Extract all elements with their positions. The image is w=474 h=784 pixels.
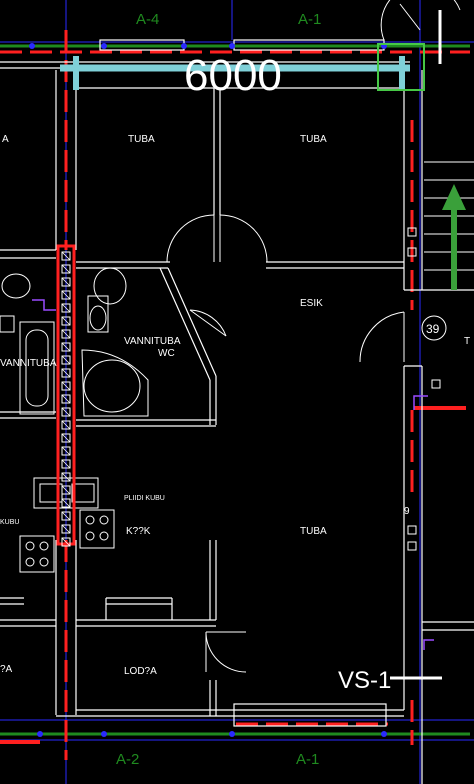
room-label-tuba-big: TUBA: [300, 526, 327, 537]
column-cell: [61, 251, 71, 261]
column-cell: [61, 433, 71, 443]
column-cell-hatch: [61, 511, 71, 521]
stair-letter: T: [464, 336, 470, 347]
selection-box: [377, 43, 425, 91]
column-cell: [61, 472, 71, 482]
column-cell-hatch: [61, 485, 71, 495]
column-cell: [61, 264, 71, 274]
column-cell-hatch: [61, 290, 71, 300]
column-cell-hatch: [61, 433, 71, 443]
stair-marker-text: 39: [426, 322, 440, 336]
column-cell-hatch: [61, 251, 71, 261]
room-label-esik: ESIK: [300, 298, 323, 309]
column-cell: [61, 329, 71, 339]
column-stack: [56, 244, 76, 547]
stair-arrow: [442, 184, 466, 290]
column-cell-hatch: [61, 264, 71, 274]
red-stub-lines: [0, 406, 466, 744]
room-label-tuba-left: TUBA: [128, 134, 155, 145]
door-tag: 9: [404, 506, 410, 517]
red-axis-lines: [0, 30, 470, 760]
room-label-lodza-left: ?A: [0, 664, 13, 675]
axis-label-top-left: A-4: [136, 11, 159, 28]
column-cell: [61, 420, 71, 430]
column-cell-hatch: [61, 524, 71, 534]
column-cell-hatch: [61, 316, 71, 326]
room-label-left-edge: A: [2, 134, 9, 145]
column-cell-hatch: [61, 329, 71, 339]
column-stack-frame: [56, 244, 76, 546]
column-cell-hatch: [61, 381, 71, 391]
column-cell: [61, 355, 71, 365]
room-label-vannituba: VANNITUBA: [124, 336, 181, 347]
fixtures: [0, 267, 149, 573]
axis-label-bottom-right: A-1: [296, 751, 319, 768]
column-cell: [61, 511, 71, 521]
column-cell-hatch: [61, 407, 71, 417]
column-cell-hatch: [61, 355, 71, 365]
column-cell-hatch: [61, 498, 71, 508]
column-cell: [61, 316, 71, 326]
dimension-text: 6000: [184, 51, 282, 100]
walls: [0, 39, 474, 784]
pipe-marks: [32, 299, 434, 650]
column-cell: [61, 537, 71, 547]
column-cell: [61, 524, 71, 534]
axis-label-top-right: A-1: [298, 11, 321, 28]
column-cell: [61, 290, 71, 300]
room-label-tuba-right: TUBA: [300, 134, 327, 145]
stair-marker-circle: [421, 315, 447, 341]
column-cell-hatch: [61, 420, 71, 430]
room-label-kubu-left: KUBU: [0, 519, 19, 526]
column-cell-hatch: [61, 459, 71, 469]
column-cell-hatch: [61, 303, 71, 313]
column-cell-hatch: [61, 368, 71, 378]
room-label-pliidi-kubu: PLIIDI KUBU: [124, 495, 165, 502]
column-cell: [61, 381, 71, 391]
wall-markers: [407, 227, 441, 551]
axis-dots: [29, 43, 387, 737]
section-mark-text: VS-1: [338, 667, 391, 694]
room-label-lodza: LOD?A: [124, 666, 157, 677]
room-label-wc: WC: [158, 348, 175, 359]
section-marker-top: [380, 0, 461, 64]
column-cell: [61, 394, 71, 404]
column-cell-hatch: [61, 394, 71, 404]
column-cell-hatch: [61, 537, 71, 547]
column-cell-hatch: [61, 472, 71, 482]
column-cell-hatch: [61, 277, 71, 287]
axis-label-bottom-left: A-2: [116, 751, 139, 768]
column-cell-hatch: [61, 342, 71, 352]
stair-treads: [424, 161, 474, 271]
column-cell: [61, 485, 71, 495]
dimension-line: [60, 56, 410, 90]
column-cell: [61, 407, 71, 417]
column-cell: [61, 368, 71, 378]
column-cell: [61, 342, 71, 352]
column-cell-hatch: [61, 446, 71, 456]
column-cell: [61, 277, 71, 287]
room-label-kook: K??K: [126, 526, 151, 537]
column-cell: [61, 303, 71, 313]
doors: [166, 214, 405, 673]
column-cell: [61, 459, 71, 469]
room-label-vannituba-left: VANNITUBA: [0, 358, 57, 369]
column-cell: [61, 446, 71, 456]
column-cell: [61, 498, 71, 508]
